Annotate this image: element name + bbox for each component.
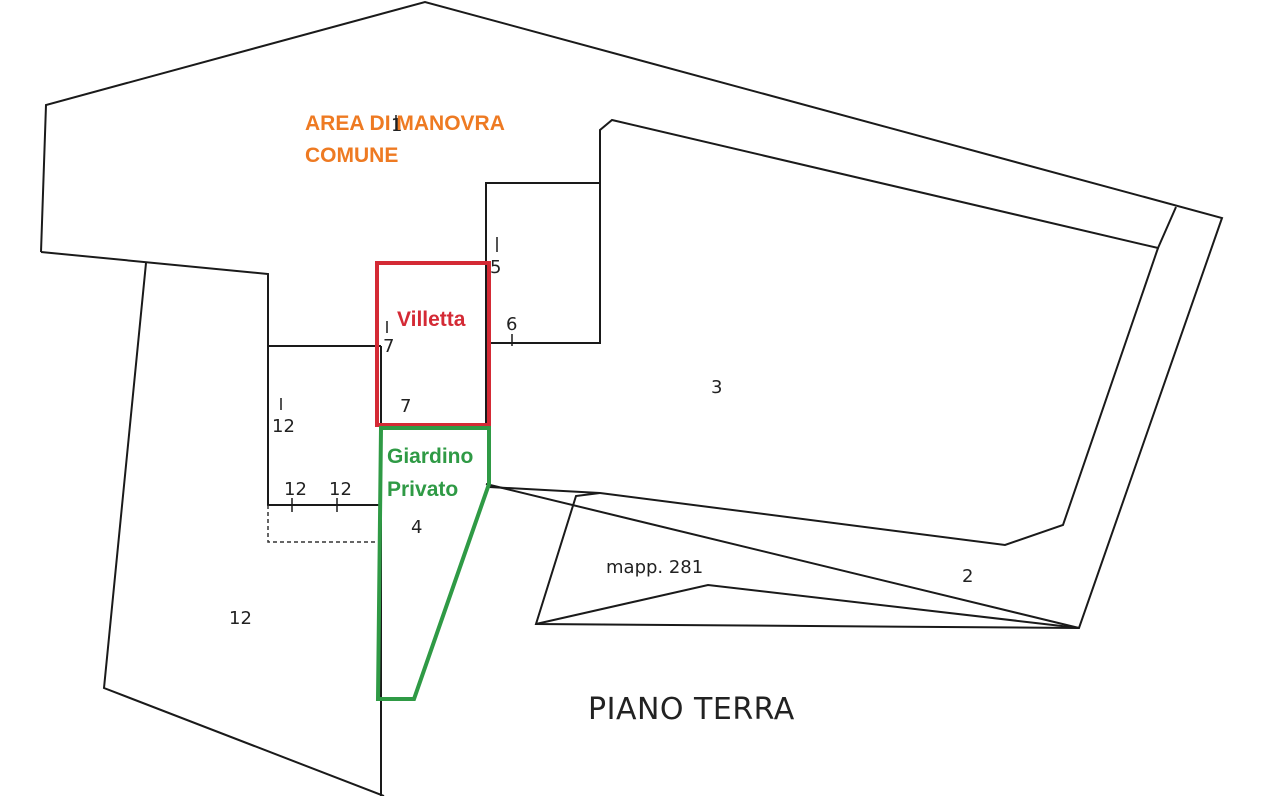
parcel-label-4: 4: [411, 517, 422, 538]
parcel-label-7a: 7: [383, 336, 394, 357]
floor-label: PIANO TERRA: [588, 692, 795, 727]
parcel-5-outline: [485, 182, 601, 425]
parcel-3-outline: [599, 118, 1177, 250]
outer-boundary: [40, 0, 1224, 630]
parcel-label-12b: 12: [284, 479, 307, 500]
giardino-outline: [375, 426, 491, 701]
parcel-3-right-edge: [488, 247, 1159, 547]
parcel-label-3: 3: [711, 377, 722, 398]
villetta-label: Villetta: [397, 308, 466, 331]
parcel-12-outline: [102, 262, 385, 796]
giardino-label-line2: Privato: [387, 478, 458, 501]
parcel-label-12d: 12: [229, 608, 252, 629]
boundary-lower-right: [485, 483, 1080, 629]
area-lower-edge: [40, 251, 381, 347]
area-label-line1: AREA DI MANOVRA: [305, 112, 505, 135]
parcel-label-1: 1: [391, 115, 402, 136]
giardino-label-line1: Giardino: [387, 445, 473, 468]
area-label-line2: COMUNE: [305, 144, 398, 167]
parcel-label-6: 6: [506, 314, 517, 335]
mapp-label: mapp. 281: [606, 557, 703, 578]
parcel-label-5: 5: [490, 257, 501, 278]
parcel-label-12c: 12: [329, 479, 352, 500]
parcel-label-7b: 7: [400, 396, 411, 417]
parcel-label-2: 2: [962, 566, 973, 587]
villetta-outline: [375, 261, 491, 427]
parcel-12-dashed: [267, 505, 381, 543]
parcel-label-12a: 12: [272, 416, 295, 437]
mapp-281-outline: [535, 583, 1080, 629]
